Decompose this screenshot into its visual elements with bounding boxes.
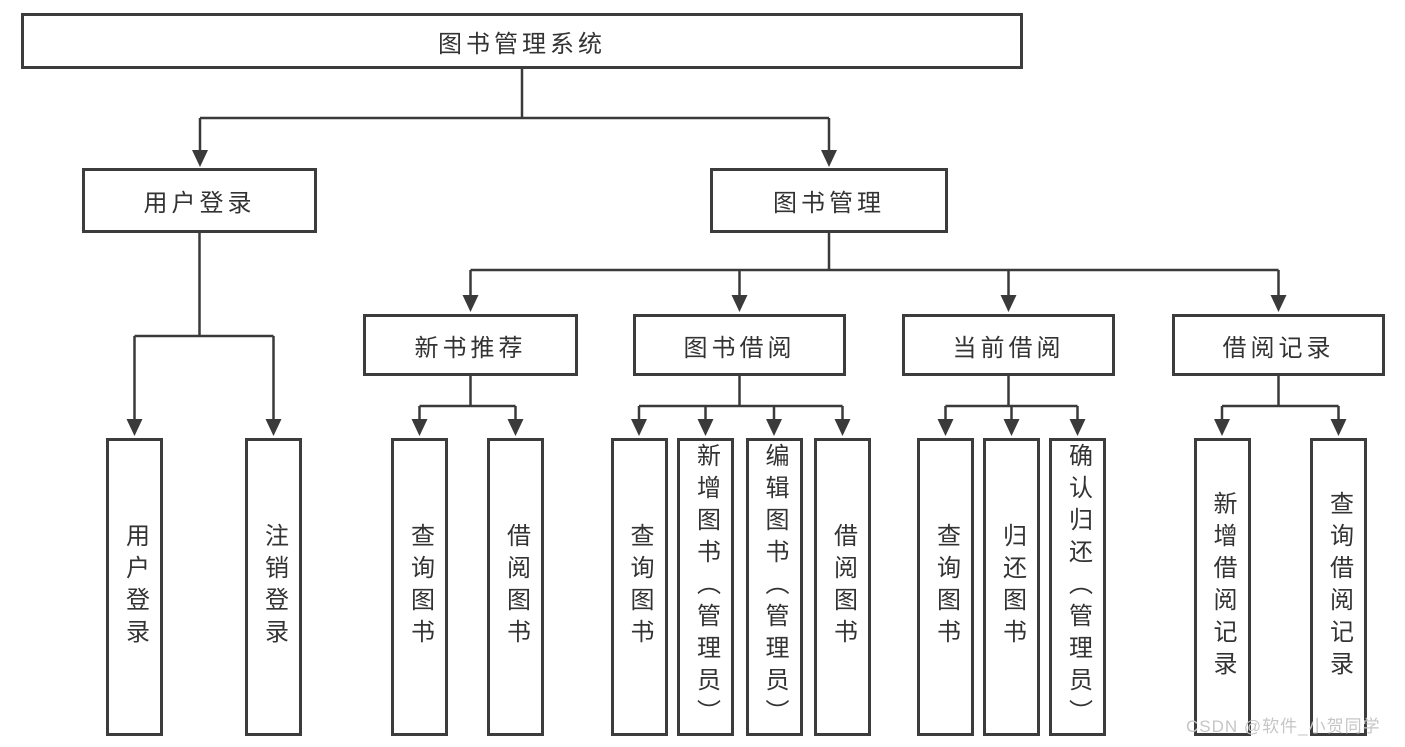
connector-group-book-borrowing (631, 376, 851, 436)
leaf-nb-borrow-books: 借阅图书 (487, 438, 544, 736)
leaf-cb-query-books: 查询图书 (917, 438, 974, 736)
arrowhead-icon (1270, 295, 1287, 312)
arrowhead-icon (126, 419, 143, 436)
connector-path (469, 233, 1280, 295)
leaf-logout: 注销登录 (245, 438, 302, 736)
arrowhead-icon (192, 150, 208, 167)
node-book-management: 图书管理 (710, 168, 948, 233)
node-new-book-recommend: 新书推荐 (363, 314, 578, 376)
leaf-br-query-record: 查询借阅记录 (1310, 438, 1367, 736)
arrowhead-icon (462, 295, 479, 312)
arrowhead-icon (411, 419, 428, 436)
arrowhead-icon (937, 419, 954, 436)
connector-path (198, 69, 831, 150)
node-borrowing-records: 借阅记录 (1172, 314, 1385, 376)
leaf-user-login: 用户登录 (106, 438, 163, 736)
leaf-bb-query-books: 查询图书 (610, 438, 668, 736)
connector-group-borrowing-records (1214, 376, 1347, 436)
connector-path (944, 376, 1079, 419)
connector-group-book-management (462, 233, 1287, 312)
arrowhead-icon (1003, 419, 1020, 436)
connector-path (637, 376, 844, 419)
node-library-system-root: 图书管理系统 (21, 13, 1023, 69)
arrowhead-icon (697, 419, 714, 436)
leaf-br-add-record: 新增借阅记录 (1193, 438, 1251, 736)
watermark: CSDN @软件_小贺同学 (1186, 717, 1381, 736)
leaf-nb-query-books: 查询图书 (391, 438, 448, 736)
arrowhead-icon (834, 419, 851, 436)
connector-group-root (192, 69, 837, 167)
node-book-borrowing: 图书借阅 (633, 314, 846, 376)
arrowhead-icon (1069, 419, 1086, 436)
arrowhead-icon (821, 150, 837, 167)
arrowhead-icon (1214, 419, 1230, 436)
arrowhead-icon (766, 419, 782, 436)
connector-path (133, 233, 275, 419)
arrowhead-icon (1000, 295, 1017, 312)
connector-path (1220, 376, 1340, 419)
connector-group-user-login (126, 233, 282, 436)
arrowhead-icon (1330, 419, 1347, 436)
leaf-cb-return-books: 归还图书 (983, 438, 1040, 736)
node-current-borrowing: 当前借阅 (902, 314, 1115, 376)
arrowhead-icon (265, 419, 282, 436)
connector-group-new-book-recommend (411, 376, 524, 436)
leaf-bb-edit-books-admin: 编辑图书（管理员） (745, 438, 803, 736)
leaf-cb-confirm-return-admin: 确认归还（管理员） (1049, 438, 1106, 736)
node-user-login: 用户登录 (82, 168, 317, 233)
connector-path (418, 376, 517, 419)
connector-group-current-borrowing (937, 376, 1086, 436)
arrowhead-icon (631, 419, 647, 436)
arrowhead-icon (731, 295, 748, 312)
arrowhead-icon (507, 419, 524, 436)
leaf-bb-borrow-books: 借阅图书 (814, 438, 871, 736)
leaf-bb-add-books-admin: 新增图书（管理员） (677, 438, 734, 736)
